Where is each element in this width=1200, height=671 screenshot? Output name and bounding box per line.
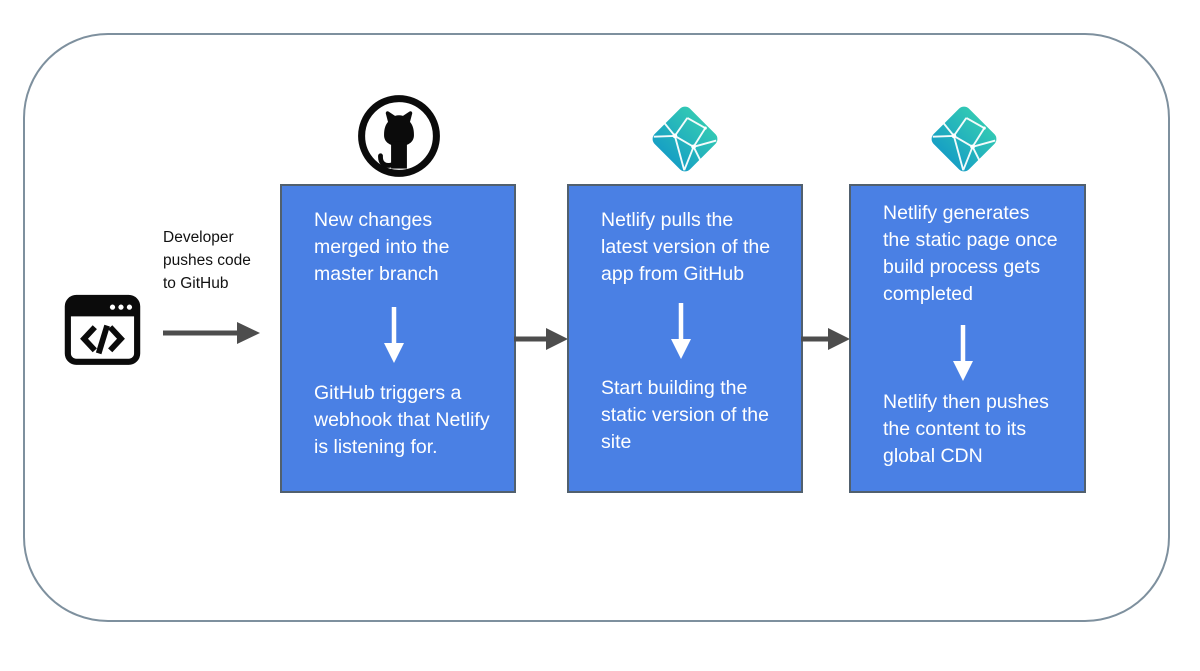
down-arrow-icon: [671, 303, 691, 359]
step-top-text: Netlify pulls the latest version of the …: [601, 209, 771, 285]
github-icon: [355, 92, 443, 180]
step-top-text: New changes merged into the master branc…: [314, 209, 450, 285]
step-box-github-merge: New changes merged into the master branc…: [280, 184, 516, 493]
step-box-netlify-deploy: Netlify generates the static page once b…: [849, 184, 1086, 493]
right-arrow-icon: [801, 328, 850, 350]
down-arrow-icon: [384, 307, 404, 363]
step-box-netlify-pull: Netlify pulls the latest version of the …: [567, 184, 803, 493]
down-arrow-icon: [953, 325, 973, 381]
step-bottom-text: Netlify then pushes the content to its g…: [883, 391, 1049, 467]
netlify-icon: [925, 100, 1003, 178]
step-bottom-text: Start building the static version of the…: [601, 377, 769, 453]
right-arrow-icon: [514, 328, 568, 350]
diagram-frame-border: [23, 33, 1170, 622]
right-arrow-icon: [163, 322, 260, 344]
step-top-text: Netlify generates the static page once b…: [883, 202, 1058, 305]
step-bottom-text: GitHub triggers a webhook that Netlify i…: [314, 382, 490, 458]
code-editor-icon: [64, 292, 141, 367]
source-label: Developer pushes code to GitHub: [163, 229, 251, 292]
netlify-icon: [646, 100, 724, 178]
